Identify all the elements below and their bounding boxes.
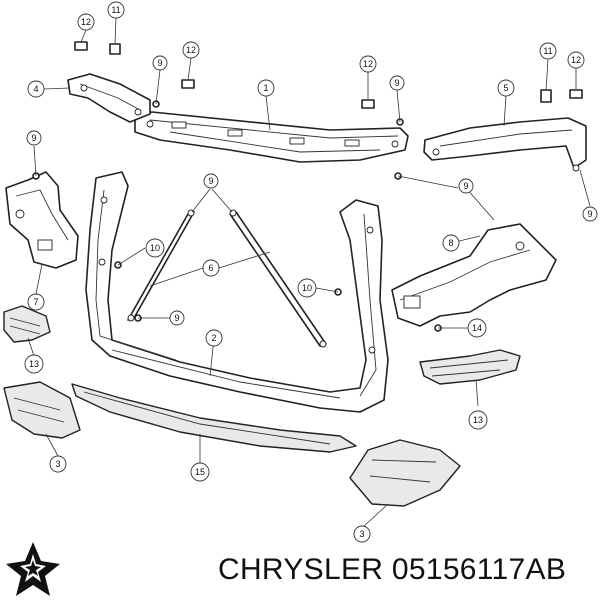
svg-text:10: 10 (302, 283, 312, 293)
svg-text:1: 1 (263, 83, 268, 93)
upper-crossmember (134, 111, 409, 163)
callout-1: 1 (257, 79, 275, 97)
guide-bracket-right (419, 349, 521, 385)
svg-text:7: 7 (33, 297, 38, 307)
callout-9e: 9 (203, 173, 219, 189)
svg-text:9: 9 (208, 176, 213, 186)
right-upper-bracket (423, 117, 587, 172)
lower-valance (71, 383, 357, 453)
svg-text:13: 13 (473, 415, 483, 425)
callout-9h: 9 (582, 206, 598, 222)
clip-12b (181, 79, 195, 89)
svg-text:15: 15 (195, 467, 205, 477)
chrysler-pentastar-icon (6, 542, 60, 596)
callout-12d: 12 (567, 51, 585, 69)
svg-text:9: 9 (463, 181, 468, 191)
svg-text:8: 8 (448, 238, 453, 248)
callout-9b: 9 (389, 75, 405, 91)
svg-text:9: 9 (31, 133, 36, 143)
bolt-11a (109, 43, 121, 55)
callout-5: 5 (497, 79, 515, 97)
callout-9d: 9 (458, 178, 474, 194)
callout-8: 8 (442, 234, 460, 252)
lower-support-frame (85, 171, 389, 413)
left-upper-bracket (67, 73, 151, 123)
clip-12d (569, 89, 583, 99)
callout-10a: 10 (145, 238, 165, 258)
callout-7: 7 (27, 293, 45, 311)
callout-14: 14 (467, 318, 487, 338)
clip-12c (361, 99, 375, 109)
callout-15: 15 (190, 462, 210, 482)
svg-text:13: 13 (29, 359, 39, 369)
callout-13b: 13 (468, 410, 488, 430)
svg-text:9: 9 (394, 78, 399, 88)
svg-text:12: 12 (571, 55, 581, 65)
svg-text:12: 12 (186, 45, 196, 55)
svg-text:9: 9 (157, 58, 162, 68)
callout-6: 6 (202, 259, 220, 277)
callout-9f: 9 (169, 310, 185, 326)
callout-11a: 11 (107, 1, 125, 19)
svg-text:10: 10 (150, 243, 160, 253)
callout-3a: 3 (49, 455, 67, 473)
svg-text:9: 9 (174, 313, 179, 323)
svg-text:3: 3 (359, 529, 364, 539)
svg-text:11: 11 (111, 5, 120, 15)
support-rods (127, 209, 327, 348)
part-number-caption: CHRYSLER 05156117AB (218, 553, 567, 586)
air-deflector-right (349, 439, 461, 507)
svg-text:11: 11 (543, 46, 552, 56)
callout-4: 4 (27, 80, 45, 98)
svg-text:14: 14 (472, 323, 482, 333)
svg-text:12: 12 (81, 17, 91, 27)
clip-12a (74, 41, 88, 51)
bolt-11b (540, 89, 552, 103)
svg-text:4: 4 (33, 84, 38, 94)
leader-lines (27, 17, 591, 527)
guide-bracket-left (3, 305, 51, 343)
svg-text:5: 5 (503, 83, 508, 93)
callout-9a: 9 (152, 55, 168, 71)
svg-text:6: 6 (208, 263, 213, 273)
callout-3b: 3 (353, 525, 371, 543)
svg-text:12: 12 (363, 59, 373, 69)
air-deflector-left (3, 381, 81, 439)
svg-text:2: 2 (211, 333, 216, 343)
callout-10b: 10 (297, 278, 317, 298)
callout-9c: 9 (26, 130, 42, 146)
callout-12b: 12 (182, 41, 200, 59)
right-side-bracket (391, 223, 557, 327)
svg-text:3: 3 (55, 459, 60, 469)
callout-12a: 12 (77, 13, 95, 31)
svg-text:9: 9 (587, 209, 592, 219)
callout-13a: 13 (24, 354, 44, 374)
callout-12c: 12 (359, 55, 377, 73)
callout-2: 2 (205, 329, 223, 347)
left-side-bracket (5, 171, 79, 269)
callout-11b: 11 (539, 42, 557, 60)
